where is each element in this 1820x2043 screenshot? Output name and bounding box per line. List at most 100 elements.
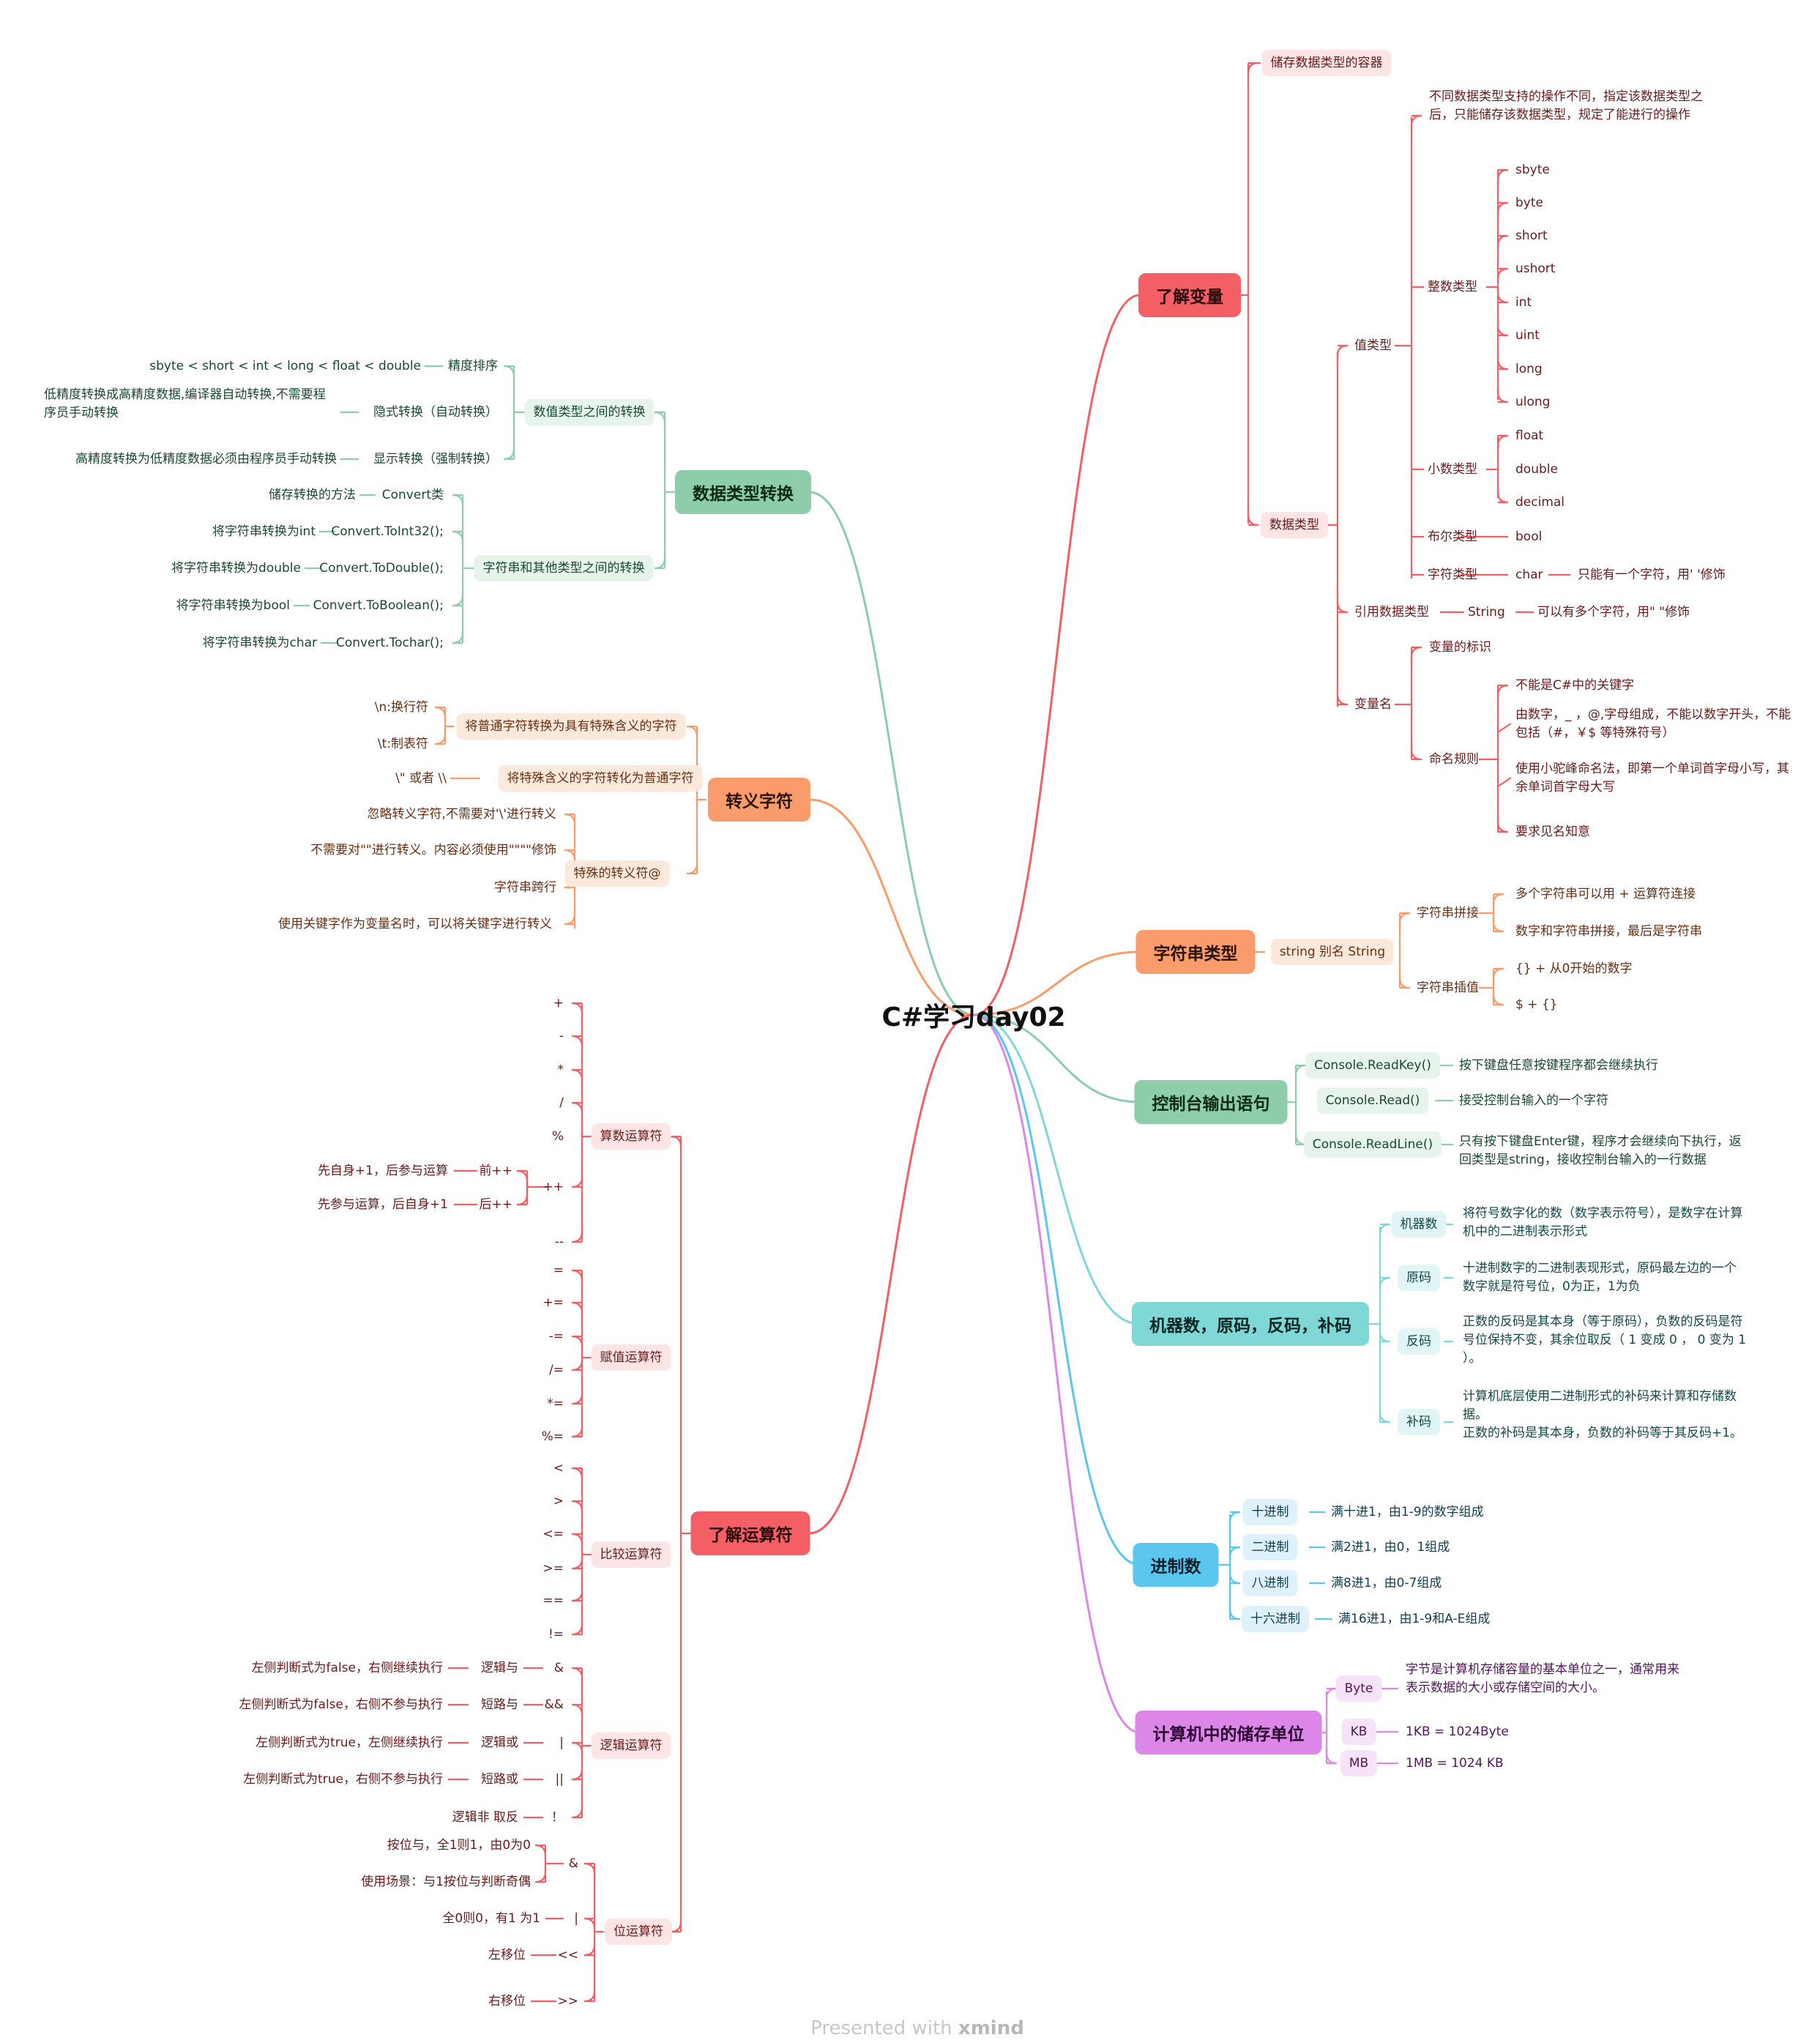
char-keyword[interactable]: char (1515, 568, 1543, 582)
logic-operator[interactable]: || (555, 1772, 564, 1787)
arith-operator[interactable]: % (551, 1129, 564, 1144)
number-base-desc[interactable]: 满16进1，由1-9和A-E组成 (1338, 1612, 1491, 1626)
node-escape-normal[interactable]: 将普通字符转换为具有特殊含义的字符 (456, 713, 686, 740)
logic-operator-desc[interactable]: 左侧判断式为true，右侧不参与执行 (243, 1772, 443, 1787)
number-base-desc[interactable]: 满8进1，由0-7组成 (1331, 1576, 1442, 1590)
logic-operator[interactable]: && (544, 1697, 564, 1712)
bit-and-operator[interactable]: & (568, 1856, 578, 1871)
branch-type-conversion[interactable]: 数据类型转换 (675, 470, 811, 514)
escape-sequence[interactable]: \n:换行符 (374, 700, 428, 715)
convert-method-desc[interactable]: 将字符串转换为int (212, 524, 316, 539)
naming-rules[interactable]: 命名规则 (1429, 752, 1479, 767)
arith-operator[interactable]: - (559, 1029, 564, 1043)
string-keyword[interactable]: String (1468, 605, 1505, 619)
string-interp-item[interactable]: {} + 从0开始的数字 (1515, 961, 1633, 976)
storage-unit[interactable]: KB (1341, 1719, 1376, 1745)
node-assign-ops[interactable]: 赋值运算符 (591, 1344, 671, 1371)
console-method[interactable]: Console.ReadLine() (1303, 1131, 1442, 1158)
naming-rule-1[interactable]: 不能是C#中的关键字 (1515, 678, 1635, 693)
number-base-desc[interactable]: 满十进1，由1-9的数字组成 (1331, 1505, 1484, 1519)
numeric-conversion-desc[interactable]: sbyte < short < int < long < float < dou… (149, 359, 421, 373)
machine-term[interactable]: 补码 (1398, 1409, 1440, 1435)
escape-sequence[interactable]: \" 或者 \\ (395, 771, 447, 786)
storage-unit-desc[interactable]: 字节是计算机存储容量的基本单位之一，通常用来表示数据的大小或存储空间的大小。 (1406, 1662, 1679, 1695)
char-desc[interactable]: 只能有一个字符，用' '修饰 (1578, 568, 1726, 582)
int-type-short[interactable]: short (1515, 228, 1548, 243)
logic-operator-desc[interactable]: 左侧判断式为false，右侧继续执行 (251, 1661, 443, 1675)
machine-term[interactable]: 机器数 (1391, 1211, 1447, 1238)
compare-operator[interactable]: != (548, 1627, 564, 1642)
naming-rule-3[interactable]: 使用小驼峰命名法，即第一个单词首字母小写，其余单词首字母大写 (1515, 762, 1789, 794)
string-concat-item[interactable]: 数字和字符串拼接，最后是字符串 (1515, 924, 1702, 939)
float-type-double[interactable]: double (1515, 462, 1558, 477)
logic-operator-name[interactable]: 逻辑与 (481, 1661, 518, 1675)
node-bool-type[interactable]: 布尔类型 (1428, 529, 1477, 544)
shift-left-operator[interactable]: << (557, 1948, 579, 1962)
logic-operator-name[interactable]: 短路与 (481, 1697, 518, 1712)
branch-escape-chars[interactable]: 转义字符 (708, 778, 810, 822)
shift-right-operator[interactable]: >> (557, 1994, 579, 2009)
convert-method[interactable]: Convert.ToDouble(); (319, 561, 444, 576)
branch-storage-unit[interactable]: 计算机中的储存单位 (1135, 1711, 1322, 1754)
convert-method-desc[interactable]: 储存转换的方法 (269, 488, 356, 502)
node-data-type[interactable]: 数据类型 (1261, 512, 1328, 538)
number-base-desc[interactable]: 满2进1，由0，1组成 (1331, 1540, 1450, 1555)
number-base-type[interactable]: 二进制 (1242, 1534, 1298, 1560)
assign-operator[interactable]: -= (548, 1329, 564, 1344)
node-ref-type[interactable]: 引用数据类型 (1354, 605, 1429, 619)
machine-term-desc[interactable]: 十进制数字的二进制表现形式，原码最左边的一个数字就是符号位，0为正，1为负 (1463, 1261, 1737, 1294)
convert-method[interactable]: Convert.ToBoolean(); (313, 598, 444, 613)
convert-method-desc[interactable]: 将字符串转换为bool (176, 598, 290, 613)
console-method[interactable]: Console.ReadKey() (1305, 1052, 1440, 1079)
machine-term-desc[interactable]: 正数的反码是其本身（等于原码），负数的反码是符号位保持不变，其余位取反（ 1 变… (1463, 1314, 1747, 1366)
logic-operator-name[interactable]: 逻辑非 取反 (452, 1810, 518, 1825)
assign-operator[interactable]: *= (547, 1396, 564, 1411)
numeric-conversion-desc[interactable]: 高精度转换为低精度数据必须由程序员手动转换 (75, 452, 337, 466)
value-type-desc[interactable]: 不同数据类型支持的操作不同，指定该数据类型之后，只能储存该数据类型，规定了能进行… (1429, 89, 1703, 122)
int-type-uint[interactable]: uint (1515, 328, 1540, 343)
verbatim-string-rule[interactable]: 忽略转义字符,不需要对'\'进行转义 (367, 807, 556, 822)
node-container[interactable]: 储存数据类型的容器 (1261, 50, 1392, 76)
convert-method-desc[interactable]: 将字符串转换为double (171, 561, 301, 576)
arith-operator[interactable]: ++ (542, 1180, 564, 1194)
escape-sequence[interactable]: \t:制表符 (377, 737, 428, 751)
compare-operator[interactable]: == (542, 1593, 564, 1608)
convert-method[interactable]: Convert.ToInt32(); (331, 524, 444, 539)
int-type-sbyte[interactable]: sbyte (1515, 163, 1550, 177)
console-method[interactable]: Console.Read() (1316, 1087, 1429, 1114)
string-concat-item[interactable]: 多个字符串可以用 + 运算符连接 (1515, 887, 1696, 901)
bit-or-operator[interactable]: | (574, 1911, 578, 1926)
logic-operator[interactable]: | (559, 1735, 564, 1750)
numeric-conversion-type[interactable]: 隐式转换（自动转换） (373, 405, 498, 420)
post-increment[interactable]: 后++ (479, 1197, 513, 1212)
convert-method-desc[interactable]: 将字符串转换为char (202, 636, 317, 650)
machine-term-desc[interactable]: 将符号数字化的数（数字表示符号），是数字在计算机中的二进制表示形式 (1463, 1206, 1743, 1239)
node-escape-at[interactable]: 特殊的转义符@ (564, 860, 670, 887)
node-int-types[interactable]: 整数类型 (1428, 280, 1477, 294)
bit-and-usage[interactable]: 使用场景：与1按位与判断奇偶 (361, 1875, 531, 1889)
number-base-type[interactable]: 十进制 (1242, 1499, 1298, 1525)
string-desc[interactable]: 可以有多个字符，用" "修饰 (1537, 605, 1690, 619)
node-compare-ops[interactable]: 比较运算符 (591, 1541, 671, 1568)
node-string-interp[interactable]: 字符串插值 (1417, 980, 1479, 995)
float-type-decimal[interactable]: decimal (1515, 495, 1565, 510)
float-type-float[interactable]: float (1515, 428, 1544, 443)
arith-operator[interactable]: + (553, 996, 564, 1011)
branch-console-output[interactable]: 控制台输出语句 (1134, 1080, 1288, 1124)
int-type-long[interactable]: long (1515, 362, 1543, 376)
branch-machine-number[interactable]: 机器数，原码，反码，补码 (1132, 1302, 1369, 1346)
compare-operator[interactable]: >= (542, 1561, 564, 1576)
logic-operator-desc[interactable]: 左侧判断式为true，左侧继续执行 (256, 1735, 443, 1750)
branch-learn-variables[interactable]: 了解变量 (1138, 273, 1241, 317)
logic-operator-name[interactable]: 逻辑或 (481, 1735, 518, 1750)
verbatim-string-rule[interactable]: 使用关键字作为变量名时，可以将关键字进行转义 (278, 917, 552, 931)
branch-string-type[interactable]: 字符串类型 (1135, 930, 1256, 974)
node-value-type[interactable]: 值类型 (1354, 338, 1392, 353)
assign-operator[interactable]: += (542, 1295, 564, 1310)
int-type-ushort[interactable]: ushort (1515, 261, 1556, 276)
storage-unit[interactable]: MB (1340, 1750, 1378, 1776)
branch-number-base[interactable]: 进制数 (1133, 1543, 1219, 1587)
compare-operator[interactable]: > (553, 1494, 564, 1508)
naming-rule-4[interactable]: 要求见名知意 (1515, 825, 1590, 839)
arith-operator[interactable]: * (557, 1063, 564, 1077)
